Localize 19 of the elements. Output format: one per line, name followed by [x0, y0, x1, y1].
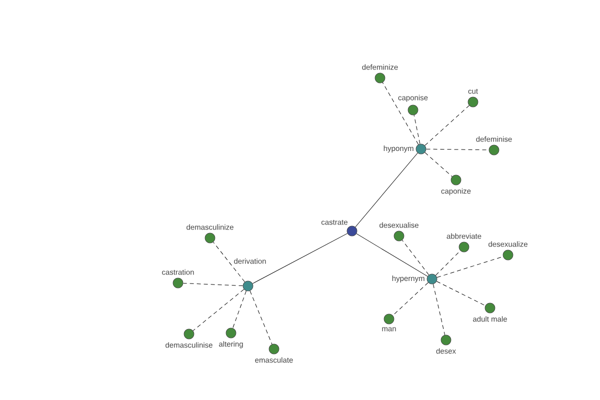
dashed-edge	[414, 114, 420, 144]
dashed-edge	[436, 281, 486, 306]
dashed-edge	[183, 282, 243, 286]
edge	[355, 152, 418, 228]
edge	[356, 233, 428, 277]
dashed-edge	[424, 152, 452, 177]
dashed-edge	[432, 284, 446, 336]
dashed-edge	[426, 148, 489, 150]
dashed-edge	[402, 240, 430, 276]
dashed-edge	[436, 256, 504, 278]
dashed-edge	[250, 290, 272, 344]
dashed-edge	[192, 289, 244, 331]
dashed-edge	[435, 250, 461, 276]
dashed-edge	[424, 105, 470, 146]
dashed-edge	[213, 242, 245, 282]
dashed-edge	[232, 290, 246, 328]
dashed-edge	[382, 82, 419, 145]
dashed-edge	[392, 282, 428, 316]
edge	[252, 233, 348, 284]
